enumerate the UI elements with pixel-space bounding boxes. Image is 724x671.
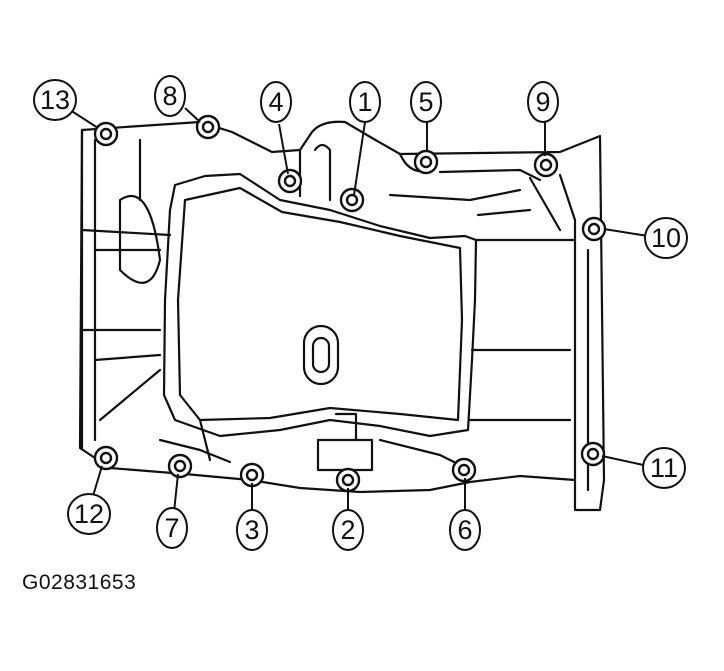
callout-label-6: 6 <box>457 515 472 545</box>
bolt-7 <box>167 453 193 479</box>
oil-pan-outer-flange <box>78 120 606 512</box>
leader-8 <box>184 107 201 123</box>
callout-label-4: 4 <box>268 87 283 117</box>
callout-label-11: 11 <box>650 453 678 483</box>
drain-plug <box>302 324 340 386</box>
callout-circle-13 <box>33 79 77 121</box>
callout-circle-6 <box>449 509 481 551</box>
callout-circle-1 <box>349 81 381 123</box>
callout-circle-4 <box>260 81 292 123</box>
bolt-10 <box>581 216 607 242</box>
callout-circle-11 <box>642 447 686 489</box>
callout-label-9: 9 <box>535 87 550 117</box>
leader-1 <box>353 121 366 196</box>
bolt-3 <box>239 462 265 488</box>
leader-11 <box>601 455 649 467</box>
callout-circle-2 <box>332 509 364 551</box>
callout-circle-12 <box>67 493 111 535</box>
bolt-11 <box>580 441 606 467</box>
oil-pan-inner-rim <box>162 172 478 438</box>
callout-circle-8 <box>154 75 186 117</box>
bolt-6 <box>451 457 477 483</box>
leader-13 <box>69 109 99 129</box>
leader-12 <box>92 465 103 497</box>
callout-circle-5 <box>410 81 442 123</box>
bottom-details <box>158 412 472 472</box>
bolt-9 <box>533 152 559 178</box>
callout-label-1: 1 <box>357 87 372 117</box>
callout-label-3: 3 <box>244 515 259 545</box>
leader-10 <box>603 228 649 237</box>
leader-7 <box>173 473 179 513</box>
top-details <box>298 143 542 202</box>
bolt-1 <box>339 187 365 213</box>
callout-label-12: 12 <box>74 499 104 529</box>
bolt-2 <box>335 467 361 493</box>
callout-label-8: 8 <box>162 81 177 111</box>
drain-plug-inner <box>311 336 331 374</box>
bolt-5 <box>413 149 439 175</box>
bolt-4 <box>277 168 303 194</box>
callout-circle-7 <box>156 507 188 549</box>
callout-label-7: 7 <box>164 513 179 543</box>
callout-circle-10 <box>644 217 688 259</box>
callout-label-5: 5 <box>418 87 433 117</box>
callout-label-10: 10 <box>651 223 681 253</box>
callout-label-2: 2 <box>340 515 355 545</box>
leader-4 <box>278 123 289 175</box>
callout-circle-9 <box>527 81 559 123</box>
figure-id-caption: G02831653 <box>22 571 137 594</box>
bolt-8 <box>195 114 221 140</box>
callout-circle-3 <box>236 509 268 551</box>
oil-pan-inner-rim-2 <box>176 186 464 422</box>
bolt-12 <box>93 445 119 471</box>
right-side-structure <box>468 173 590 492</box>
callout-label-13: 13 <box>40 85 70 115</box>
bolt-13 <box>93 121 119 147</box>
left-side-ribs <box>80 128 172 450</box>
